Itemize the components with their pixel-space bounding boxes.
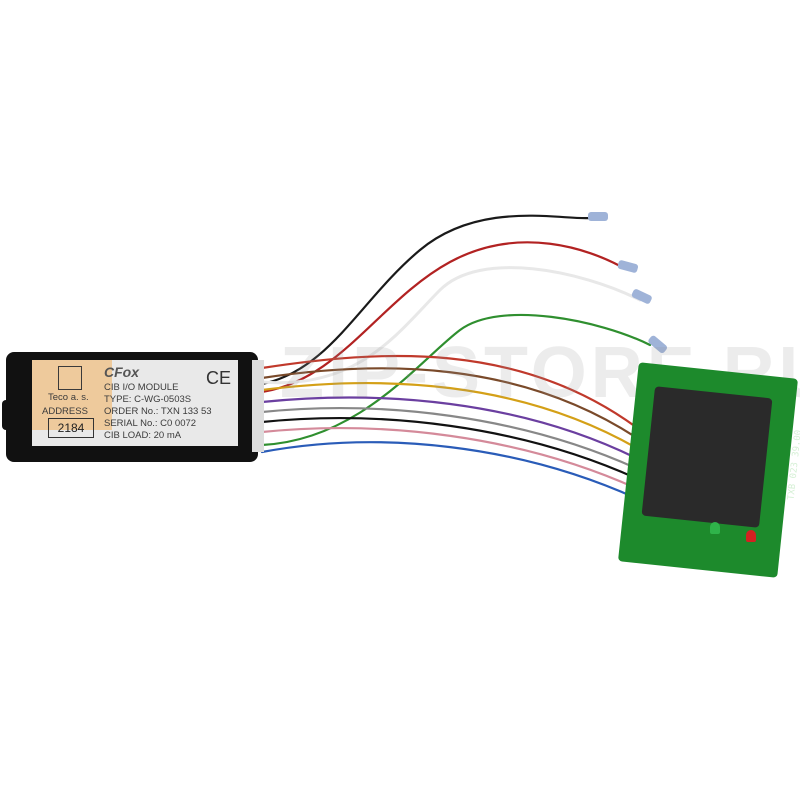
red-led-icon xyxy=(746,530,756,542)
address-value: 2184 xyxy=(48,418,94,438)
label-line: TYPE: C-WG-0503S xyxy=(104,394,192,405)
brand-logo: CFox xyxy=(104,364,139,380)
label-line: SERIAL No.: C0 0072 xyxy=(104,418,197,429)
green-led-icon xyxy=(710,522,720,534)
label-line: CIB I/O MODULE xyxy=(104,382,179,393)
label-line: CIB LOAD: 20 mA xyxy=(104,430,182,441)
module-label xyxy=(32,360,238,446)
teco-logo-icon xyxy=(58,366,82,390)
relay xyxy=(641,386,773,528)
address-label: ADDRESS xyxy=(42,406,88,417)
ferrule-icon xyxy=(588,212,608,221)
ce-mark-icon: CE xyxy=(206,368,232,388)
module-connector xyxy=(252,360,264,452)
manufacturer: Teco a. s. xyxy=(48,392,89,403)
label-line: ORDER No.: TXN 133 53 xyxy=(104,406,212,417)
